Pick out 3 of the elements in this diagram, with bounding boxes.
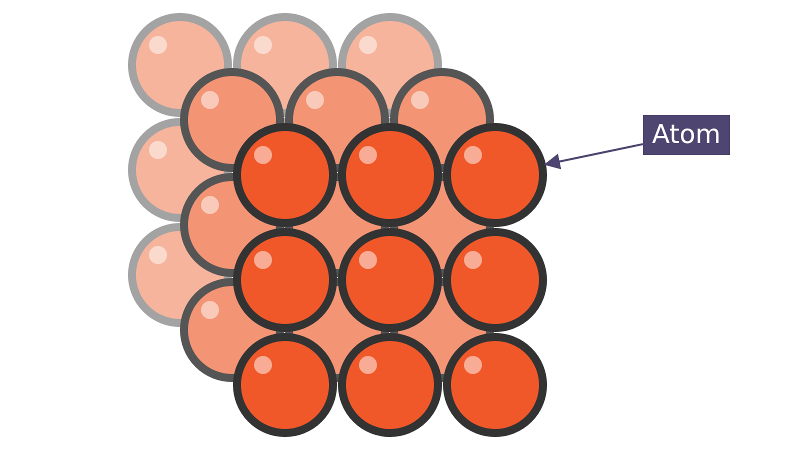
atom xyxy=(442,122,548,228)
label-box: Atom xyxy=(643,115,730,155)
leader-arrow xyxy=(544,143,644,170)
